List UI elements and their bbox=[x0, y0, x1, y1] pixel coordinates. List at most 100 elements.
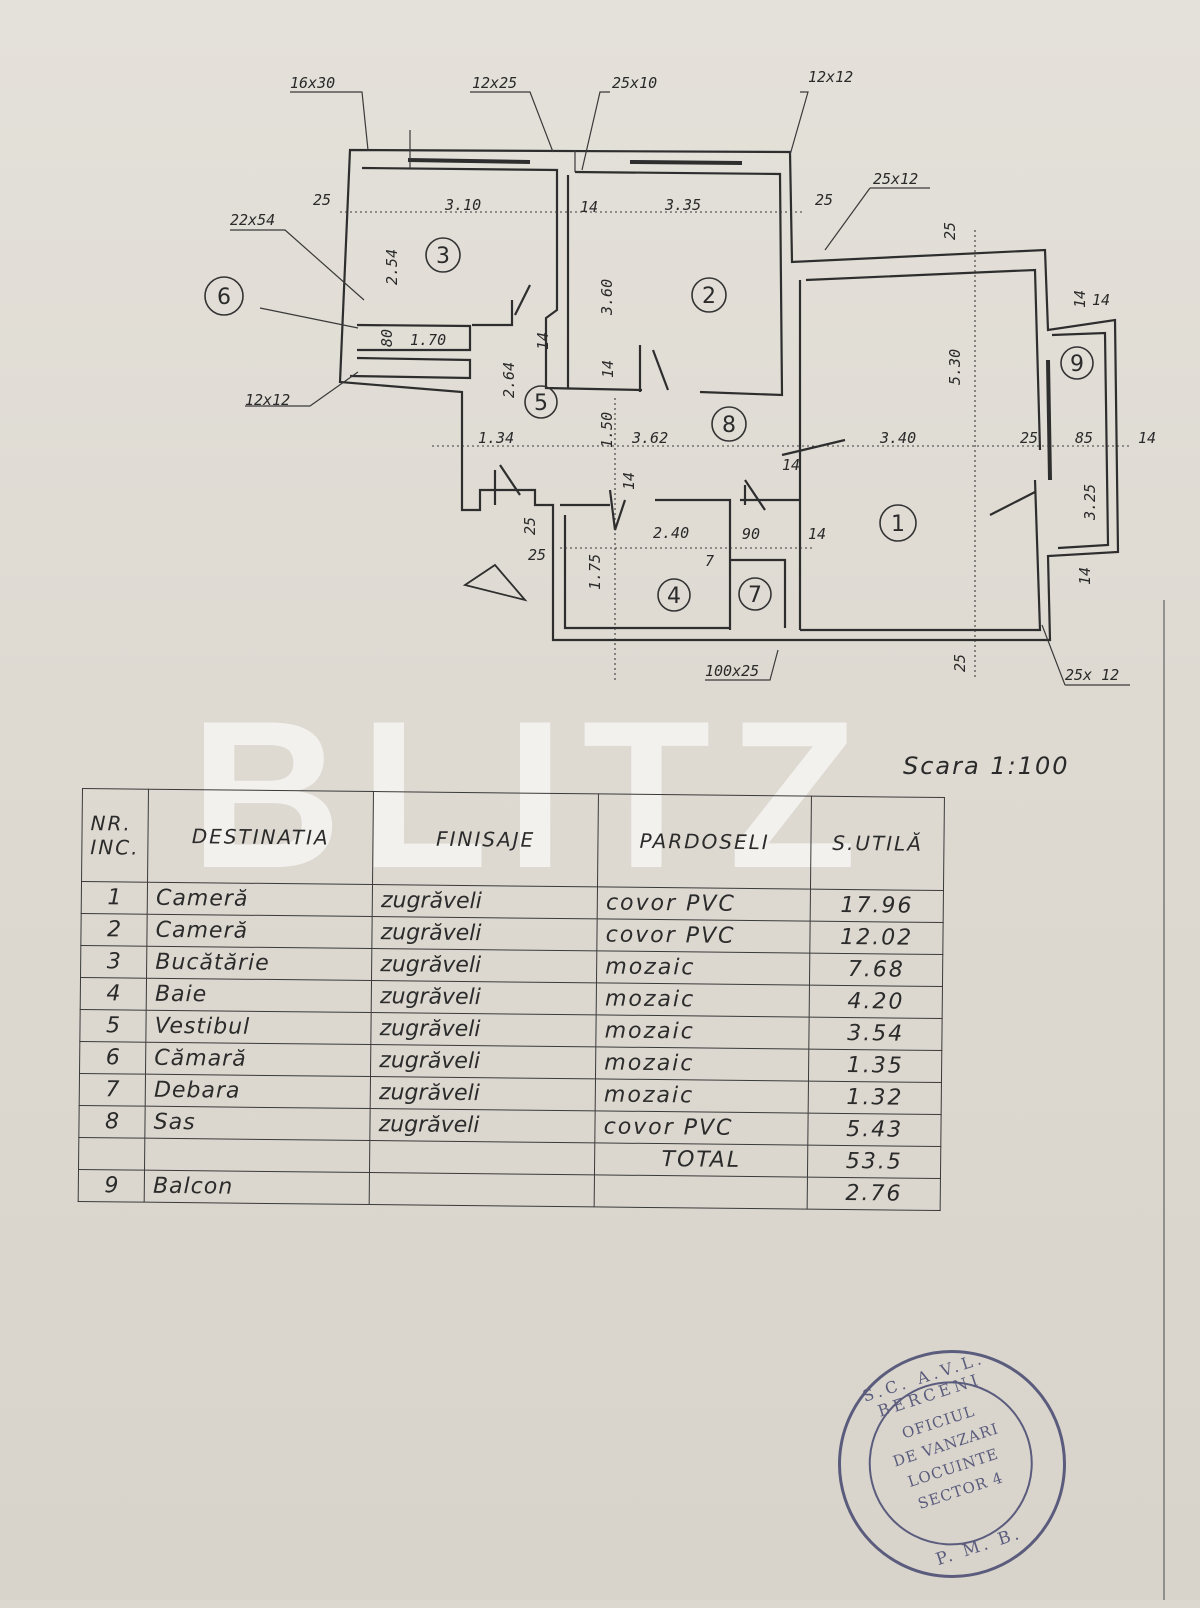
cell-finisaje: zugrăveli bbox=[370, 1108, 596, 1143]
dim-14-f: 14 bbox=[782, 456, 800, 474]
cell-destinatia: Cameră bbox=[147, 882, 373, 917]
cell-destinatia: Bucătărie bbox=[146, 946, 373, 981]
dim-3-60: 3.60 bbox=[598, 279, 616, 316]
dim-3-40: 3.40 bbox=[879, 429, 916, 447]
header-finisaje: FINISAJE bbox=[372, 791, 599, 887]
cell-nr: 9 bbox=[78, 1169, 145, 1203]
cell-finisaje: zugrăveli bbox=[371, 1012, 597, 1047]
cell-nr: 6 bbox=[79, 1041, 147, 1075]
dim-14-e: 14 bbox=[1138, 429, 1156, 447]
cell-finisaje bbox=[369, 1140, 595, 1175]
cell-finisaje: zugrăveli bbox=[372, 884, 598, 919]
dim-14-g: 14 bbox=[620, 472, 638, 490]
dim-14-c: 14 bbox=[534, 332, 552, 350]
dim-1-34: 1.34 bbox=[478, 429, 514, 447]
scale-label: Scara 1:100 bbox=[903, 752, 1070, 780]
dim-3-35: 3.35 bbox=[664, 196, 701, 214]
plan-walls bbox=[338, 148, 1120, 642]
cell-pardoseli: mozaic bbox=[596, 950, 810, 986]
dim-25-b: 25 bbox=[815, 191, 833, 209]
cell-pardoseli: mozaic bbox=[596, 1014, 810, 1050]
cell-pardoseli: mozaic bbox=[595, 1078, 809, 1114]
dim-12x12-top: 12x12 bbox=[808, 68, 853, 86]
cell-s-utila: 12.02 bbox=[809, 921, 944, 955]
cell-nr: 2 bbox=[80, 913, 148, 947]
cell-s-utila: 2.76 bbox=[807, 1177, 941, 1211]
dim-3-62: 3.62 bbox=[631, 429, 668, 447]
dim-7: 7 bbox=[705, 552, 714, 570]
cell-nr: 3 bbox=[80, 945, 148, 979]
cell-destinatia: Sas bbox=[145, 1106, 371, 1141]
cell-s-utila: 17.96 bbox=[810, 889, 944, 923]
dim-80: 80 bbox=[378, 329, 396, 347]
dim-25x12-top: 25x12 bbox=[873, 170, 918, 188]
floor-plan: 3 2 5 6 8 1 4 7 9 16x30 12x25 25x10 12x1… bbox=[204, 68, 1156, 686]
cell-pardoseli: covor PVC bbox=[594, 1110, 809, 1146]
dim-25-a: 25 bbox=[313, 191, 331, 209]
cell-s-utila: 1.35 bbox=[808, 1049, 942, 1083]
cell-finisaje: zugrăveli bbox=[370, 1076, 596, 1111]
cell-nr: 7 bbox=[79, 1073, 146, 1107]
room-marker-3: 3 bbox=[436, 244, 450, 269]
room-marker-5: 5 bbox=[534, 391, 548, 416]
room-markers: 3 2 5 6 8 1 4 7 9 bbox=[217, 244, 1084, 609]
dim-1-70: 1.70 bbox=[410, 331, 446, 349]
dim-25-e: 25 bbox=[521, 517, 539, 535]
cell-destinatia: Cămară bbox=[145, 1042, 372, 1077]
cell-pardoseli bbox=[594, 1174, 808, 1210]
dim-16x30: 16x30 bbox=[290, 74, 335, 92]
dim-2-54: 2.54 bbox=[383, 249, 401, 285]
cell-destinatia: Vestibul bbox=[146, 1010, 372, 1045]
dim-25x12-bottom: 25x 12 bbox=[1065, 666, 1119, 684]
dim-90: 90 bbox=[742, 525, 760, 543]
total-value: 53.5 bbox=[807, 1145, 941, 1179]
cell-finisaje: zugrăveli bbox=[370, 1044, 597, 1079]
dim-100x25: 100x25 bbox=[705, 662, 759, 680]
dimension-labels: 16x30 12x25 25x10 12x12 25x12 22x54 25 3… bbox=[230, 68, 1156, 684]
cell-s-utila: 7.68 bbox=[809, 953, 943, 987]
room-marker-7: 7 bbox=[748, 583, 762, 608]
dim-2-40: 2.40 bbox=[653, 524, 689, 542]
cell-s-utila: 3.54 bbox=[808, 1017, 943, 1051]
cell-pardoseli: mozaic bbox=[596, 982, 810, 1018]
header-pardoseli: PARDOSELI bbox=[597, 793, 812, 890]
dim-3-10: 3.10 bbox=[444, 196, 481, 214]
dim-12x12-left: 12x12 bbox=[245, 391, 290, 409]
cell-destinatia: Cameră bbox=[147, 914, 373, 949]
dim-85: 85 bbox=[1075, 429, 1093, 447]
room-marker-4: 4 bbox=[667, 584, 681, 609]
cell-destinatia: Baie bbox=[146, 978, 372, 1013]
dim-25-g: 25 bbox=[951, 654, 969, 672]
cell-pardoseli: mozaic bbox=[595, 1046, 809, 1082]
dim-25-f: 25 bbox=[528, 546, 546, 564]
dim-22x54: 22x54 bbox=[230, 211, 275, 229]
dim-12x25: 12x25 bbox=[472, 74, 517, 92]
header-nr: NR. INC. bbox=[81, 788, 149, 883]
dim-1-50: 1.50 bbox=[598, 412, 616, 448]
cell-nr: 8 bbox=[78, 1105, 146, 1139]
dim-1-75: 1.75 bbox=[586, 554, 604, 590]
cell-nr bbox=[78, 1137, 146, 1171]
cell-pardoseli: covor PVC bbox=[597, 918, 811, 954]
leader-lines bbox=[230, 91, 1130, 686]
cell-nr: 1 bbox=[81, 881, 148, 915]
dim-3-25: 3.25 bbox=[1081, 484, 1099, 521]
cell-nr: 5 bbox=[79, 1009, 147, 1043]
dim-14-d: 14 bbox=[599, 360, 617, 378]
cell-destinatia bbox=[144, 1138, 371, 1173]
header-destinatia: DESTINATIA bbox=[147, 789, 374, 885]
cell-pardoseli: covor PVC bbox=[597, 886, 811, 922]
header-s-utila: S.UTILĂ bbox=[810, 796, 945, 891]
cell-s-utila: 4.20 bbox=[809, 985, 943, 1019]
cell-finisaje: zugrăveli bbox=[372, 916, 598, 951]
dim-25x10: 25x10 bbox=[612, 74, 657, 92]
dim-14-j: 14 bbox=[1092, 291, 1110, 309]
table-header-row: NR. INC. DESTINATIA FINISAJE PARDOSELI S… bbox=[81, 788, 945, 891]
dim-14-a: 14 bbox=[580, 198, 598, 216]
cell-s-utila: 1.32 bbox=[808, 1081, 942, 1115]
cell-destinatia: Balcon bbox=[144, 1170, 370, 1205]
dim-14-i: 14 bbox=[1076, 567, 1094, 585]
dim-25-d: 25 bbox=[1020, 429, 1038, 447]
